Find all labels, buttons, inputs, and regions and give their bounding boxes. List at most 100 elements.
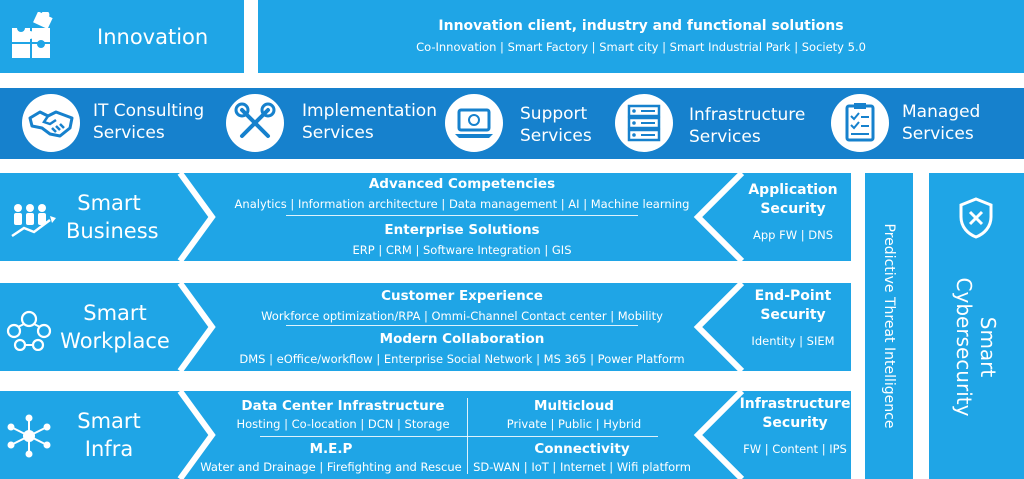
security-items: App FW | DNS bbox=[752, 228, 834, 242]
group-items: Private | Public | Hybrid bbox=[506, 417, 642, 431]
security-items: Identity | SIEM bbox=[751, 334, 835, 348]
team-growth-icon bbox=[11, 204, 56, 238]
row-infra-security-shape bbox=[696, 391, 851, 479]
row-business-middle-shape bbox=[180, 173, 810, 261]
row-name-line2: Infra bbox=[84, 437, 134, 461]
server-icon bbox=[627, 104, 661, 142]
people-network-icon bbox=[6, 310, 52, 351]
service-line1: Implementation bbox=[302, 101, 437, 121]
services-band: IT Consulting Services Implementation Se… bbox=[0, 88, 1024, 159]
service-line1: IT Consulting bbox=[93, 101, 205, 121]
row-business-name-shape bbox=[0, 173, 212, 261]
service-it-consulting: IT Consulting Services bbox=[93, 100, 204, 144]
row-name-line1: Smart bbox=[83, 301, 147, 325]
tools-icon-circle bbox=[226, 94, 284, 152]
row-workplace-name: Smart Workplace bbox=[56, 299, 174, 355]
security-items: FW | Content | IPS bbox=[743, 442, 847, 456]
row-business-divider bbox=[286, 215, 638, 216]
row-name-line2: Business bbox=[66, 219, 159, 243]
row-name-line1: Smart bbox=[77, 191, 141, 215]
group-items: Analytics | Information architecture | D… bbox=[234, 197, 690, 211]
group-items: Workforce optimization/RPA | Ommi-Channe… bbox=[261, 309, 663, 323]
innovation-subtitle: Co-Innovation | Smart Factory | Smart ci… bbox=[416, 40, 866, 54]
group-title: M.E.P bbox=[309, 441, 353, 457]
row-infra-group-connectivity: Connectivity SD-WAN | IoT | Internet | W… bbox=[469, 441, 695, 475]
security-title-line2: Security bbox=[762, 415, 828, 431]
row-business-groups: Advanced Competencies Analytics | Inform… bbox=[220, 176, 704, 212]
security-title-line2: Security bbox=[760, 307, 826, 323]
innovation-solutions-box: Innovation client, industry and function… bbox=[258, 0, 1024, 73]
service-implementation: Implementation Services bbox=[302, 100, 437, 144]
checklist-icon bbox=[845, 103, 875, 142]
group-items: Water and Drainage | Firefighting and Re… bbox=[200, 460, 462, 474]
innovation-label: Innovation bbox=[97, 25, 209, 49]
security-title-line2: Security bbox=[760, 201, 826, 217]
service-line2: Services bbox=[520, 126, 592, 146]
row-workplace-groups-2: Modern Collaboration DMS | eOffice/workf… bbox=[210, 331, 714, 367]
row-infra-middle-shape bbox=[180, 391, 810, 479]
row-business-security: Application Security App FW | DNS bbox=[736, 182, 850, 243]
group-title: Customer Experience bbox=[381, 288, 543, 304]
tools-icon bbox=[234, 102, 276, 138]
row-infra-group-multicloud: Multicloud Private | Public | Hybrid bbox=[469, 398, 679, 432]
security-title-line1: Application bbox=[748, 182, 838, 198]
group-title: Enterprise Solutions bbox=[384, 222, 540, 238]
security-title-line1: End-Point bbox=[754, 288, 832, 304]
row-name-line1: Smart bbox=[77, 409, 141, 433]
row-infra-group-mep: M.E.P Water and Drainage | Firefighting … bbox=[196, 441, 466, 475]
row-business-security-shape bbox=[696, 173, 851, 261]
server-icon-circle bbox=[615, 94, 673, 152]
predictive-threat-column: Predictive Threat Intelligence bbox=[865, 173, 913, 479]
row-infra-name: Smart Infra bbox=[66, 407, 152, 463]
handshake-icon-circle bbox=[22, 94, 80, 152]
shield-x-icon bbox=[959, 197, 993, 239]
row-infra-security: Infrastructure Security FW | Content | I… bbox=[736, 396, 854, 457]
laptop-support-icon-circle bbox=[445, 94, 503, 152]
service-line1: Support bbox=[520, 104, 588, 124]
security-title-line1: Infrastructure bbox=[739, 396, 851, 412]
puzzle-icon bbox=[12, 12, 53, 58]
row-workplace-name-shape bbox=[0, 283, 212, 371]
row-infra-divider bbox=[260, 436, 658, 437]
group-title: Connectivity bbox=[534, 441, 630, 457]
service-line2: Services bbox=[902, 124, 974, 144]
row-business-name: Smart Business bbox=[66, 189, 159, 245]
service-line1: Managed bbox=[902, 102, 981, 122]
group-items: Hosting | Co-location | DCN | Storage bbox=[236, 417, 450, 431]
network-hub-icon bbox=[7, 414, 51, 458]
row-workplace-security-shape bbox=[696, 283, 851, 371]
group-title: Advanced Competencies bbox=[368, 176, 556, 192]
row-workplace-divider bbox=[286, 325, 638, 326]
checklist-icon-circle bbox=[831, 94, 889, 152]
row-workplace-groups: Customer Experience Workforce optimizati… bbox=[220, 288, 704, 324]
row-workplace-middle-shape bbox=[180, 283, 810, 371]
cybersecurity-label: Smart Cybersecurity bbox=[952, 242, 1000, 452]
service-line1: Infrastructure bbox=[689, 105, 806, 125]
cybersecurity-line1: Smart bbox=[976, 316, 1000, 378]
group-title: Modern Collaboration bbox=[379, 331, 545, 347]
service-line2: Services bbox=[93, 123, 165, 143]
innovation-title: Innovation client, industry and function… bbox=[438, 18, 844, 34]
group-items: DMS | eOffice/workflow | Enterprise Soci… bbox=[239, 352, 685, 366]
service-support: Support Services bbox=[520, 103, 592, 147]
row-name-line2: Workplace bbox=[60, 329, 170, 353]
cybersecurity-column: Smart Cybersecurity bbox=[929, 173, 1024, 479]
service-line2: Services bbox=[302, 123, 374, 143]
row-business-groups-2: Enterprise Solutions ERP | CRM | Softwar… bbox=[220, 222, 704, 258]
laptop-support-icon bbox=[455, 108, 493, 138]
service-line2: Services bbox=[689, 127, 761, 147]
row-workplace-security: End-Point Security Identity | SIEM bbox=[736, 288, 850, 349]
predictive-threat-label: Predictive Threat Intelligence bbox=[881, 223, 897, 429]
row-infra-name-shape bbox=[0, 391, 212, 479]
service-managed: Managed Services bbox=[902, 101, 980, 145]
group-items: ERP | CRM | Software Integration | GIS bbox=[352, 243, 572, 257]
service-infrastructure: Infrastructure Services bbox=[689, 104, 805, 148]
row-infra-group-dc: Data Center Infrastructure Hosting | Co-… bbox=[220, 398, 466, 432]
group-title: Data Center Infrastructure bbox=[241, 398, 445, 414]
cybersecurity-line2: Cybersecurity bbox=[952, 277, 976, 417]
group-items: SD-WAN | IoT | Internet | Wifi platform bbox=[473, 460, 691, 474]
innovation-label-box: Innovation bbox=[0, 0, 244, 73]
group-title: Multicloud bbox=[534, 398, 614, 414]
handshake-icon bbox=[28, 110, 74, 138]
